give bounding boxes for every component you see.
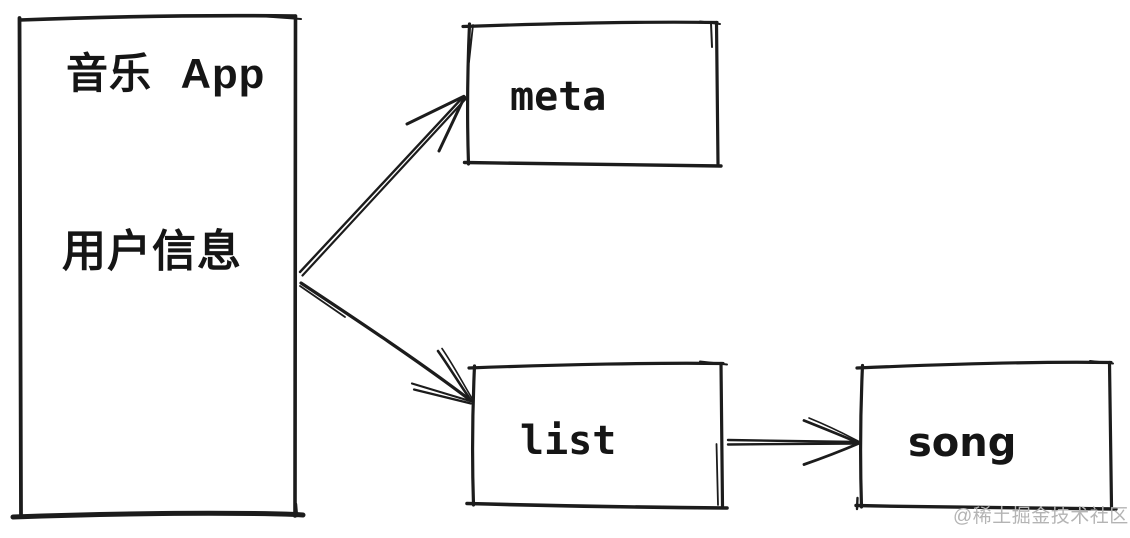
watermark: @稀土掘金技术社区 (953, 506, 1129, 527)
app-box-subtitle: 用户信息 (62, 227, 242, 276)
list-box (465, 360, 729, 510)
meta-box (461, 20, 723, 168)
list-box-label: list (520, 418, 617, 464)
app-box-title: 音乐 App (66, 50, 266, 97)
meta-box-label: meta (510, 74, 607, 120)
app-box (10, 13, 306, 520)
arrow-app-to-meta (298, 94, 468, 277)
arrow-app-to-list (299, 281, 474, 405)
song-box-label: song (908, 420, 1017, 466)
song-box (854, 360, 1118, 511)
arrow-list-to-song (726, 417, 861, 466)
